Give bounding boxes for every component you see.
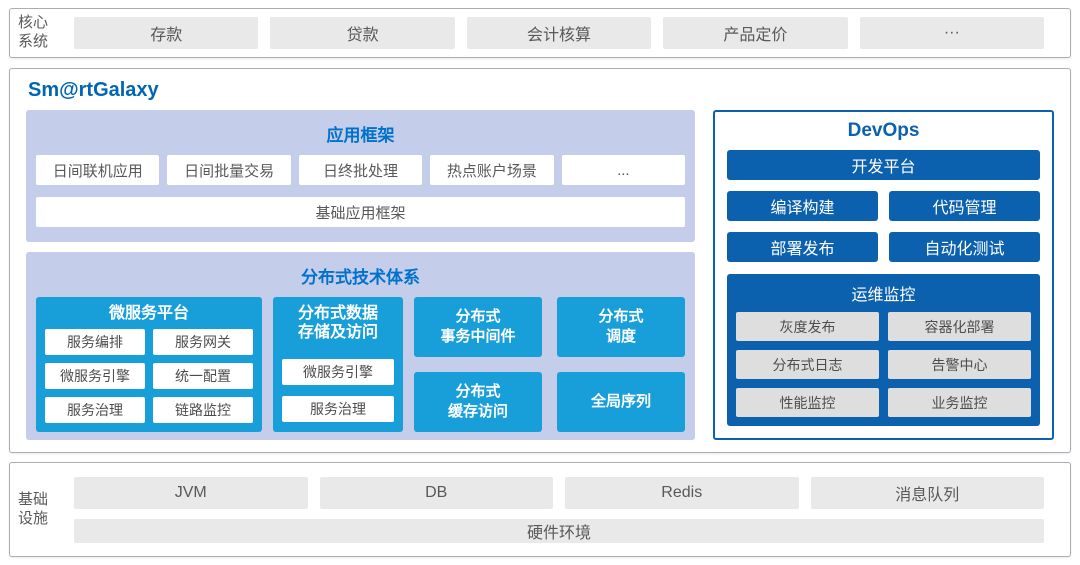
core-item-accounting: 会计核算 <box>466 17 652 49</box>
infrastructure-rows: JVM DB Redis 消息队列 硬件环境 <box>74 476 1044 543</box>
microservice-platform-title: 微服务平台 <box>108 305 189 322</box>
smartgalaxy-body: 应用框架 日间联机应用 日间批量交易 日终批处理 热点账户场景 ... 基础应用… <box>26 110 1054 441</box>
hardware-box: 硬件环境 <box>74 518 1044 543</box>
data-storage-box: 分布式数据 存储及访问 微服务引擎 服务治理 <box>273 297 403 433</box>
devops-tools-grid: 编译构建 代码管理 部署发布 自动化测试 <box>727 191 1040 262</box>
storage-item-governance: 服务治理 <box>282 396 394 423</box>
ops-monitor-title: 运维监控 <box>851 287 916 304</box>
tool-build: 编译构建 <box>727 191 878 221</box>
infra-item-jvm: JVM <box>74 476 308 509</box>
core-item-pricing: 产品定价 <box>663 17 848 49</box>
infra-item-db: DB <box>319 476 553 509</box>
galaxy-left-column: 应用框架 日间联机应用 日间批量交易 日终批处理 热点账户场景 ... 基础应用… <box>26 110 695 441</box>
core-system-row: 存款 贷款 会计核算 产品定价 ··· <box>74 17 1045 49</box>
ops-item-distributed-log: 分布式日志 <box>736 350 879 380</box>
distributed-title: 分布式技术体系 <box>301 268 420 287</box>
service-item-engine: 微服务引擎 <box>45 363 145 390</box>
ops-monitor-grid: 灰度发布 容器化部署 分布式日志 告警中心 性能监控 业务监控 <box>736 312 1031 418</box>
core-item-deposit: 存款 <box>74 17 259 49</box>
devops-panel: DevOps 开发平台 编译构建 代码管理 部署发布 自动化测试 运维监控 灰度… <box>713 110 1054 441</box>
microservice-grid: 服务编排 服务网关 微服务引擎 统一配置 服务治理 链路监控 <box>45 329 253 424</box>
infrastructure-panel: 基础设施 JVM DB Redis 消息队列 硬件环境 <box>9 462 1071 557</box>
ops-item-alert-center: 告警中心 <box>888 350 1031 380</box>
infra-item-mq: 消息队列 <box>810 476 1044 509</box>
service-item-orchestration: 服务编排 <box>45 329 145 356</box>
app-item-batch: 日间批量交易 <box>167 155 291 185</box>
infrastructure-row: JVM DB Redis 消息队列 <box>74 476 1044 509</box>
tool-auto-test: 自动化测试 <box>889 232 1040 262</box>
storage-item-engine: 微服务引擎 <box>282 359 394 386</box>
app-framework-title: 应用框架 <box>326 126 395 145</box>
app-framework-row: 日间联机应用 日间批量交易 日终批处理 热点账户场景 ... <box>36 155 686 185</box>
service-item-gateway: 服务网关 <box>153 329 253 356</box>
app-item-hot-account: 热点账户场景 <box>430 155 554 185</box>
app-item-online: 日间联机应用 <box>36 155 160 185</box>
ops-item-performance-monitor: 性能监控 <box>736 388 879 418</box>
cell-scheduling: 分布式 调度 <box>557 297 685 358</box>
core-system-label: 核心系统 <box>18 14 49 50</box>
cell-global-sequence: 全局序列 <box>557 372 685 433</box>
service-item-governance: 服务治理 <box>45 397 145 424</box>
app-item-ellipsis: ... <box>561 155 686 185</box>
ops-item-gray-release: 灰度发布 <box>736 312 879 342</box>
distributed-grid: 分布式 事务中间件 分布式 调度 分布式 缓存访问 全局序列 <box>414 297 685 433</box>
smartgalaxy-panel: Sm@rtGalaxy 应用框架 日间联机应用 日间批量交易 日终批处理 热点账… <box>9 68 1071 454</box>
ops-item-container-deploy: 容器化部署 <box>888 312 1031 342</box>
app-item-eod: 日终批处理 <box>298 155 423 185</box>
smartgalaxy-title: Sm@rtGalaxy <box>28 79 159 101</box>
infrastructure-label: 基础设施 <box>18 490 49 527</box>
cell-cache-access: 分布式 缓存访问 <box>414 372 542 433</box>
service-item-tracing: 链路监控 <box>153 397 253 424</box>
infra-item-redis: Redis <box>565 476 799 509</box>
tool-code-management: 代码管理 <box>889 191 1040 221</box>
ops-monitor-box: 运维监控 灰度发布 容器化部署 分布式日志 告警中心 性能监控 业务监控 <box>727 274 1040 427</box>
base-framework-box: 基础应用框架 <box>36 197 685 227</box>
ops-item-business-monitor: 业务监控 <box>888 388 1031 418</box>
data-storage-title: 分布式数据 存储及访问 <box>297 305 378 342</box>
distributed-body: 微服务平台 服务编排 服务网关 微服务引擎 统一配置 服务治理 链路监控 <box>36 297 685 433</box>
microservice-platform-box: 微服务平台 服务编排 服务网关 微服务引擎 统一配置 服务治理 链路监控 <box>36 297 262 433</box>
cell-transaction-middleware: 分布式 事务中间件 <box>414 297 542 358</box>
distributed-section: 分布式技术体系 微服务平台 服务编排 服务网关 微服务引擎 统一配置 服务治理 … <box>26 252 695 441</box>
core-system-panel: 核心系统 存款 贷款 会计核算 产品定价 ··· <box>9 8 1071 58</box>
core-item-ellipsis: ··· <box>859 17 1045 49</box>
service-item-config: 统一配置 <box>153 363 253 390</box>
app-framework-section: 应用框架 日间联机应用 日间批量交易 日终批处理 热点账户场景 ... 基础应用… <box>26 110 695 242</box>
core-item-loan: 贷款 <box>270 17 455 49</box>
tool-deploy: 部署发布 <box>727 232 878 262</box>
dev-platform-box: 开发平台 <box>727 150 1040 180</box>
devops-title: DevOps <box>847 120 920 141</box>
